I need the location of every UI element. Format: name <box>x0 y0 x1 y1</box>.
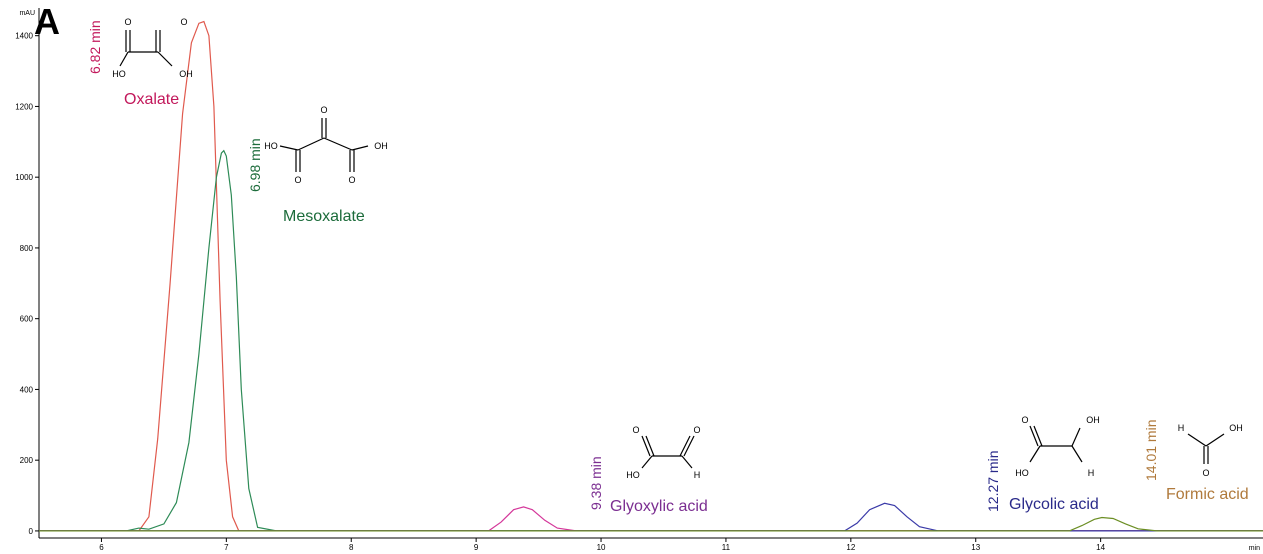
atom-label: O <box>348 175 355 185</box>
bond <box>157 51 173 67</box>
atom-label: OH <box>1229 423 1243 433</box>
x-tick-label: 8 <box>349 543 354 552</box>
mesoxalate-name-label: Mesoxalate <box>283 208 365 225</box>
atom-label: O <box>693 425 700 435</box>
series-line-glyoxylic-acid <box>39 506 1263 532</box>
y-tick-label: 600 <box>20 315 34 324</box>
atom-label: HO <box>1015 468 1029 478</box>
atom-label: O <box>320 105 327 115</box>
atom-label: O <box>180 17 187 27</box>
bond <box>351 145 369 151</box>
x-tick-label: 13 <box>971 543 980 552</box>
x-tick-label: 6 <box>99 543 104 552</box>
y-tick-label: 800 <box>20 244 34 253</box>
bond <box>641 435 651 457</box>
atom-label: OH <box>179 69 193 79</box>
atom-label: O <box>294 175 301 185</box>
formic-structure: H OH O <box>1178 423 1243 478</box>
x-tick-label: 11 <box>722 543 731 552</box>
atom-label: H <box>694 470 701 480</box>
oxalate-name-label: Oxalate <box>124 91 180 108</box>
oxalate-structure: O O HO OH <box>112 17 193 79</box>
bond <box>323 137 353 151</box>
bond <box>1029 445 1041 463</box>
bond <box>279 145 299 151</box>
oxalate-time-label: 6.82 min <box>87 20 103 74</box>
formic-time-label: 14.01 min <box>1143 419 1159 481</box>
x-tick-label: 14 <box>1096 543 1105 552</box>
y-unit-label: mAU <box>19 10 35 17</box>
atom-label: HO <box>264 141 278 151</box>
series-line-oxalate <box>39 20 1263 532</box>
atom-label: HO <box>626 470 640 480</box>
y-tick-label: 1400 <box>15 32 33 41</box>
bond <box>1033 425 1043 447</box>
glyoxylic-name-label: Glyoxylic acid <box>610 498 708 515</box>
glycolic-time-label: 12.27 min <box>985 450 1001 512</box>
atom-label: O <box>632 425 639 435</box>
atom-label: OH <box>374 141 388 151</box>
bond <box>1029 425 1039 447</box>
bond <box>1071 445 1083 463</box>
bond <box>641 455 653 469</box>
y-tick-label: 0 <box>29 527 34 536</box>
panel-label: A <box>34 1 60 42</box>
bond <box>681 455 693 469</box>
bond <box>1205 433 1225 447</box>
glyoxylic-time-label: 9.38 min <box>588 456 604 510</box>
bond <box>1071 427 1081 447</box>
bond <box>645 435 655 457</box>
x-tick-label: 10 <box>597 543 606 552</box>
atom-label: HO <box>112 69 126 79</box>
bond <box>297 137 325 151</box>
glycolic-structure: O OH HO H <box>1015 415 1100 478</box>
atom-label: OH <box>1086 415 1100 425</box>
bond <box>679 435 691 457</box>
x-tick-label: 7 <box>224 543 229 552</box>
x-tick-label: 9 <box>474 543 479 552</box>
glycolic-name-label: Glycolic acid <box>1009 496 1099 513</box>
y-tick-label: 400 <box>20 385 34 394</box>
atom-label: O <box>124 17 131 27</box>
y-tick-label: 200 <box>20 456 34 465</box>
bond <box>1187 433 1207 447</box>
x-tick-label: 12 <box>846 543 855 552</box>
series-line-mesoxalate <box>39 149 1263 532</box>
y-tick-label: 1000 <box>15 173 33 182</box>
bond <box>683 435 695 457</box>
series-line-formic-acid <box>39 516 1263 532</box>
series-line-glycolic-acid <box>39 502 1263 532</box>
glyoxylic-structure: O O HO H <box>626 425 700 480</box>
atom-label: O <box>1202 468 1209 478</box>
x-unit-label: min <box>1249 545 1260 552</box>
bond <box>119 51 129 67</box>
atom-label: O <box>1021 415 1028 425</box>
y-tick-label: 1200 <box>15 102 33 111</box>
mesoxalate-time-label: 6.98 min <box>247 138 263 192</box>
formic-name-label: Formic acid <box>1166 486 1249 503</box>
atom-label: H <box>1178 423 1185 433</box>
atom-label: H <box>1088 468 1095 478</box>
